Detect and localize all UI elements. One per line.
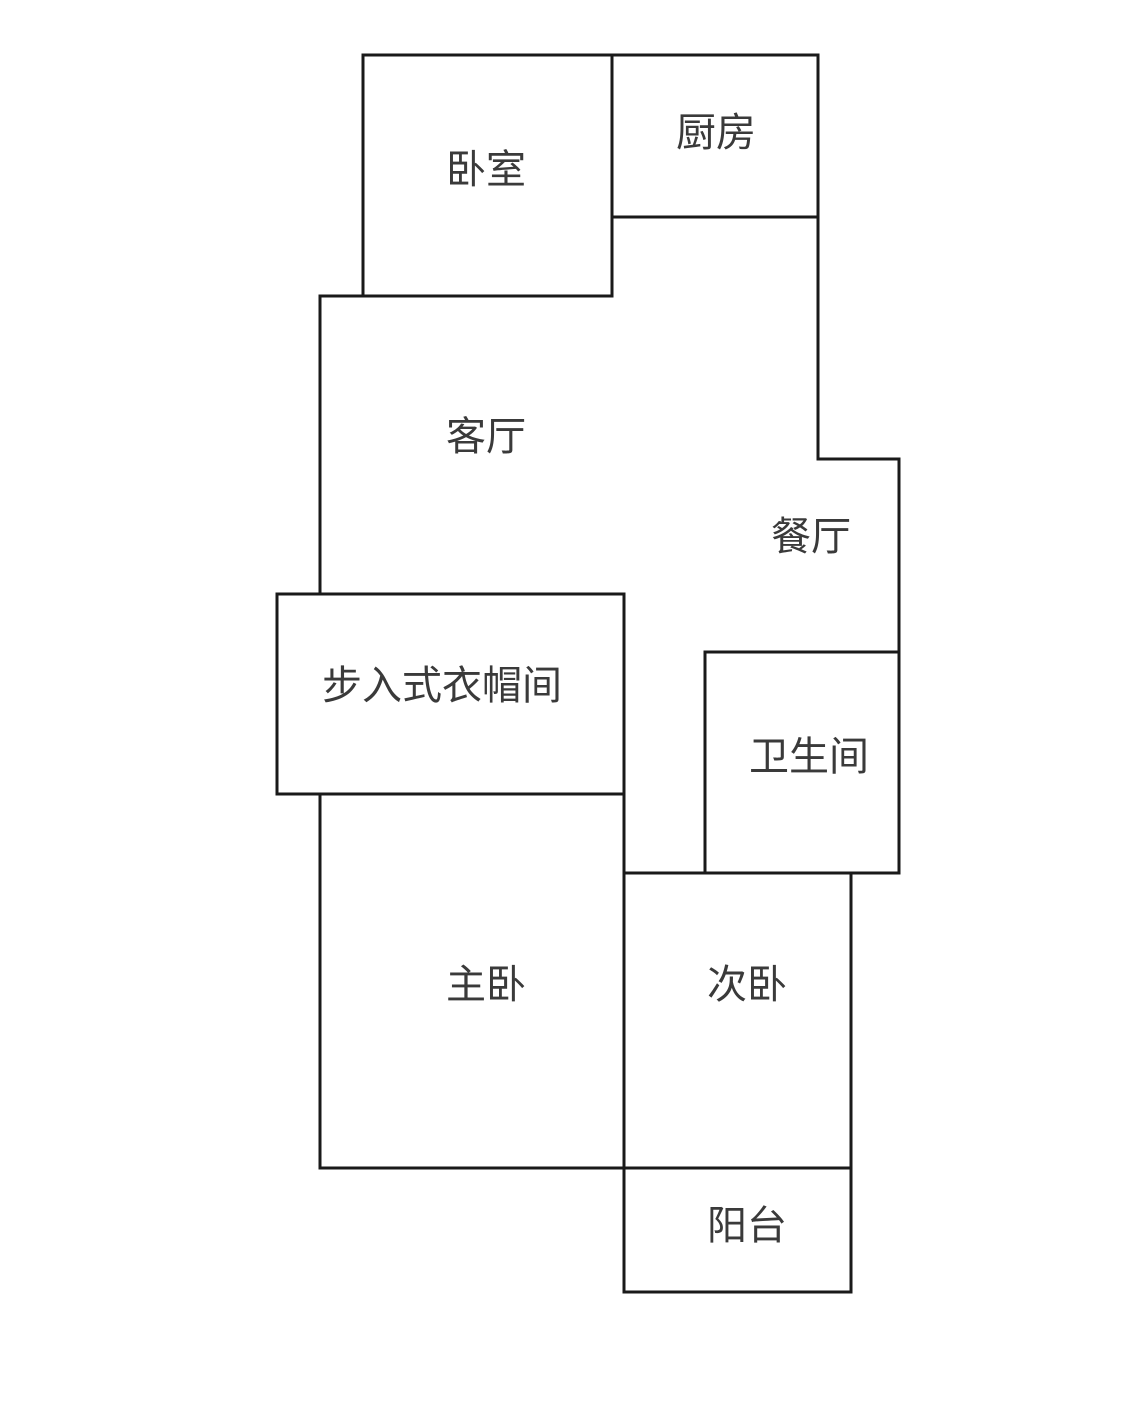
balcony-walls [622,1166,853,1294]
room-label-dining-room: 餐厅 [771,514,851,560]
room-label-balcony: 阳台 [707,1203,787,1249]
room-label-living-room: 客厅 [446,414,526,460]
room-label-second-bedroom: 次卧 [707,962,787,1008]
room-label-bedroom: 卧室 [446,147,526,193]
room-label-walk-in-closet: 步入式衣帽间 [322,663,562,709]
second-bedroom-walls [622,871,853,1170]
room-label-bathroom: 卫生间 [749,734,869,780]
room-label-kitchen: 厨房 [676,110,756,156]
bathroom-walls [703,650,901,875]
room-label-master-bedroom: 主卧 [446,962,526,1008]
